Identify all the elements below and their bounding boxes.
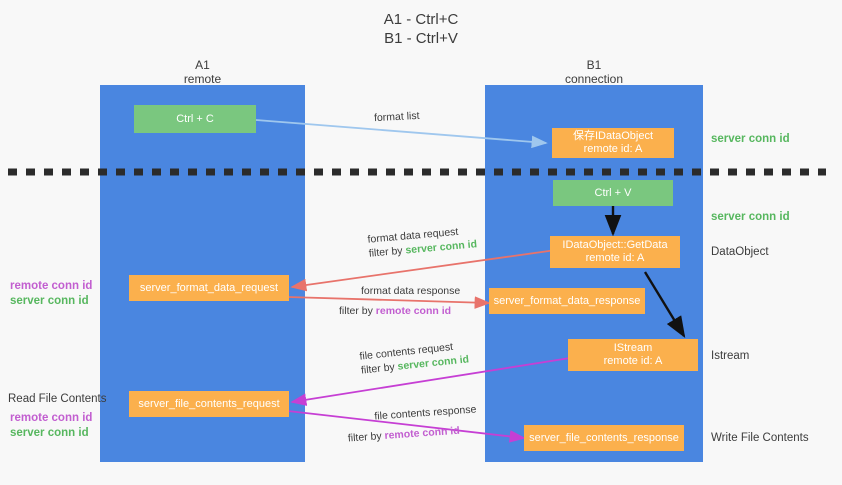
node-save-idataobject[interactable]: 保存IDataObject remote id: A — [552, 128, 674, 158]
column-header-a1: A1 remote — [100, 58, 305, 86]
left-label-server-conn-id-top: server conn id — [10, 295, 89, 307]
node-ctrl-v-label: Ctrl + V — [594, 186, 632, 199]
edge-label-format-list-text: format list — [373, 109, 420, 125]
right-label-istream: Istream — [711, 350, 750, 362]
node-server-file-contents-request[interactable]: server_file_contents_request — [129, 391, 289, 417]
node-server-format-data-request[interactable]: server_format_data_request — [129, 275, 289, 301]
title-line-2: B1 - Ctrl+V — [384, 30, 458, 47]
node-idataobject-getdata-line2: remote id: A — [585, 252, 645, 264]
title-line-1: A1 - Ctrl+C — [383, 11, 459, 28]
column-b1-sub: connection — [564, 72, 624, 86]
column-a1-sub: remote — [183, 72, 222, 86]
column-header-b1: B1 connection — [485, 58, 703, 86]
node-ctrl-c-label: Ctrl + C — [176, 112, 214, 125]
left-label-server-conn-id-bottom: server conn id — [10, 427, 89, 439]
edge-label-file-contents-response-prefix: filter by — [347, 429, 385, 445]
column-a1-name: A1 — [195, 58, 210, 72]
node-istream[interactable]: IStream remote id: A — [568, 339, 698, 371]
left-label-read-file-contents: Read File Contents — [8, 393, 107, 405]
node-server-format-data-response[interactable]: server_format_data_response — [489, 288, 645, 314]
edge-label-format-data-response-conn: remote conn id — [375, 305, 452, 317]
edge-label-file-contents-response-line1: file contents response — [374, 403, 477, 423]
page-title: A1 - Ctrl+C B1 - Ctrl+V — [0, 10, 842, 48]
node-server-file-contents-response[interactable]: server_file_contents_response — [524, 425, 684, 451]
edge-label-format-data-response-prefix: filter by — [339, 305, 376, 317]
edge-label-file-contents-request: file contents request filter by server c… — [359, 338, 470, 377]
edge-label-format-data-response-line2: filter by remote conn id — [339, 304, 460, 318]
right-label-dataobject: DataObject — [711, 246, 769, 258]
node-istream-line2: remote id: A — [603, 355, 663, 367]
left-label-remote-conn-id-top: remote conn id — [10, 280, 93, 292]
node-ctrl-v[interactable]: Ctrl + V — [553, 180, 673, 206]
node-server-file-contents-request-label: server_file_contents_request — [138, 397, 280, 410]
right-label-server-conn-id-top: server conn id — [711, 133, 790, 145]
edge-label-format-data-request: format data request filter by server con… — [367, 223, 478, 260]
edge-label-format-data-request-prefix: filter by — [368, 244, 406, 260]
right-label-server-conn-id-mid: server conn id — [711, 211, 790, 223]
edge-label-format-data-response: format data response filter by remote co… — [339, 284, 461, 318]
edge-label-file-contents-request-prefix: filter by — [360, 360, 399, 377]
node-save-idataobject-line2: remote id: A — [583, 143, 643, 155]
left-label-remote-conn-id-bottom: remote conn id — [10, 412, 93, 424]
node-istream-line1: IStream — [613, 342, 653, 354]
right-label-write-file-contents: Write File Contents — [711, 432, 809, 444]
node-idataobject-getdata[interactable]: IDataObject::GetData remote id: A — [550, 236, 680, 268]
node-server-format-data-response-label: server_format_data_response — [493, 294, 641, 307]
edge-label-format-list: format list — [374, 109, 420, 125]
node-ctrl-c[interactable]: Ctrl + C — [134, 105, 256, 133]
edge-label-file-contents-response-conn: remote conn id — [384, 424, 461, 442]
edge-label-file-contents-response: file contents response filter by remote … — [347, 402, 478, 444]
column-b1-name: B1 — [586, 58, 602, 72]
node-server-format-data-request-label: server_format_data_request — [139, 281, 279, 294]
node-server-file-contents-response-label: server_file_contents_response — [529, 431, 679, 444]
edge-label-format-data-response-line1: format data response — [361, 285, 461, 297]
edge-label-file-contents-response-line2: filter by remote conn id — [347, 422, 478, 445]
node-idataobject-getdata-line1: IDataObject::GetData — [562, 239, 668, 251]
node-save-idataobject-line1: 保存IDataObject — [572, 130, 654, 142]
